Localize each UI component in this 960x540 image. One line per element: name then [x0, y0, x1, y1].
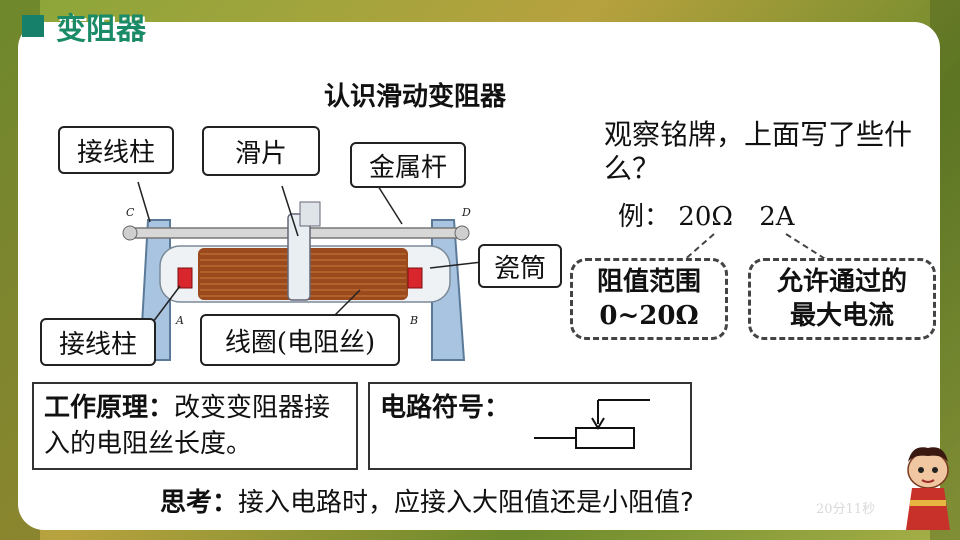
max-current-box: 允许通过的 最大电流 — [748, 258, 936, 340]
resistance-box-line1: 阻值范围 — [596, 267, 701, 297]
current-box-line1: 允许通过的 — [776, 267, 907, 297]
terminal-c-knob — [122, 225, 138, 241]
principle-panel: 工作原理：改变变阻器接入的电阻丝长度。 — [32, 382, 358, 470]
timer-text: 20分11秒 — [816, 502, 876, 517]
symbol-panel: 电路符号： — [368, 382, 692, 470]
example-prefix: 例： — [618, 202, 671, 232]
slider — [287, 213, 311, 301]
pointer-line — [149, 285, 181, 327]
symbol-label: 电路符号： — [380, 393, 511, 423]
post-a — [177, 267, 193, 289]
resistance-range-box: 阻值范围 0~20Ω — [570, 258, 728, 340]
section-title: 变阻器 — [56, 12, 146, 47]
terminal-a-label: A — [175, 314, 184, 327]
symbol-arrow-icon — [591, 417, 605, 430]
symbol-resistor — [575, 427, 635, 449]
terminal-c-label: C — [126, 206, 135, 219]
label-binding-post-bottom: 接线柱 — [40, 318, 156, 366]
thinking-text: 接入电路时，应接入大阻值还是小阻值? — [238, 488, 694, 518]
thinking-label: 思考： — [160, 488, 239, 518]
terminal-b-label: B — [409, 314, 418, 327]
section-title-bar: 变阻器 — [0, 0, 146, 52]
callout-tail — [785, 233, 831, 263]
terminal-d-knob — [454, 225, 470, 241]
post-b — [407, 267, 423, 289]
title-marker-icon — [22, 15, 44, 37]
pointer-line — [137, 181, 151, 223]
pointer-line — [429, 261, 483, 269]
label-porcelain-tube: 瓷筒 — [478, 244, 562, 288]
resistance-value: 20Ω — [678, 202, 733, 232]
nameplate-example: 例： 20Ω 2A — [618, 196, 795, 233]
label-binding-post-top: 接线柱 — [58, 126, 174, 174]
slider-top — [299, 201, 321, 227]
thinking-question: 思考：接入电路时，应接入大阻值还是小阻值? — [160, 482, 694, 519]
pointer-line — [281, 185, 299, 237]
label-metal-rod: 金属杆 — [350, 142, 466, 188]
principle-text: 改变变阻器接入的电阻丝长度。 — [44, 393, 331, 459]
label-slider: 滑片 — [202, 126, 320, 176]
resistance-box-line2: 0~20Ω — [599, 301, 699, 331]
callout-tail — [681, 233, 715, 263]
page-heading: 认识滑动变阻器 — [323, 82, 506, 112]
current-box-line2: 最大电流 — [789, 301, 894, 331]
mascot-character-icon — [906, 447, 950, 530]
current-value: 2A — [759, 202, 795, 232]
terminal-d-label: D — [461, 206, 471, 219]
pointer-line — [377, 185, 403, 225]
label-coil: 线圈(电阻丝) — [200, 314, 400, 366]
nameplate-question: 观察铭牌，上面写了些什么？ — [604, 118, 913, 185]
principle-label: 工作原理： — [44, 393, 175, 423]
